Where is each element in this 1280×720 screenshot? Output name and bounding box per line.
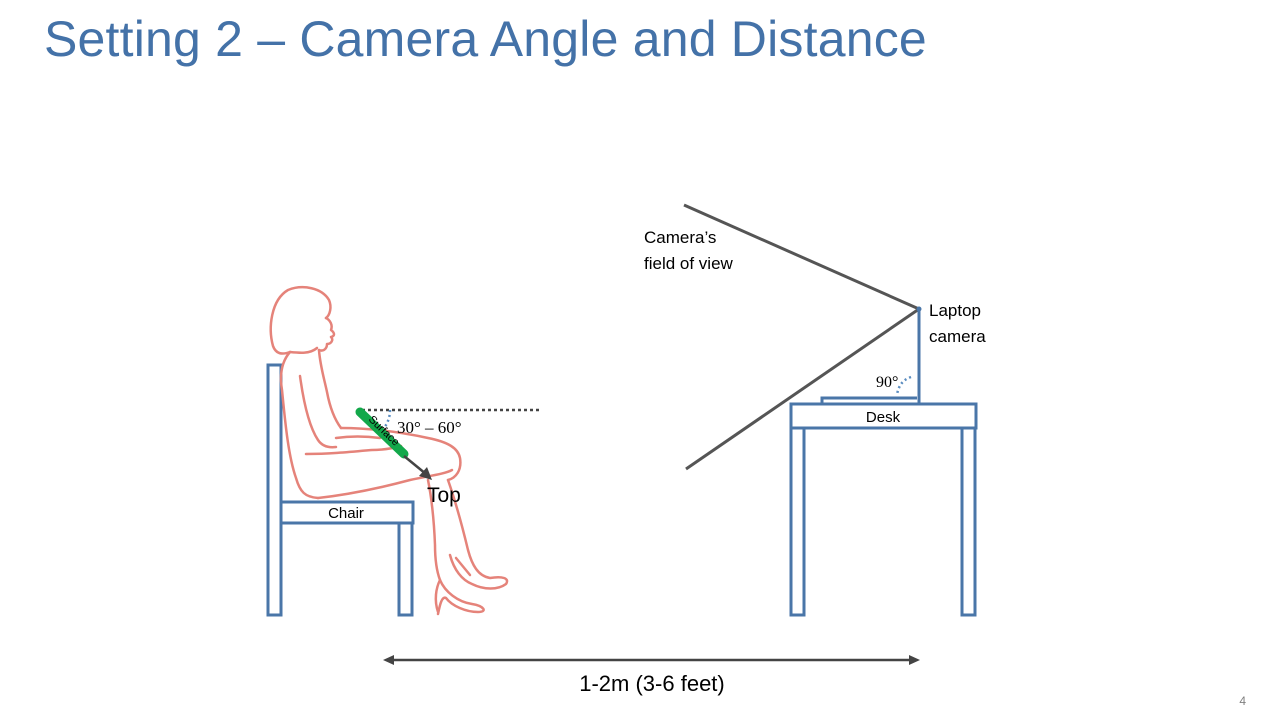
chair-label: Chair: [328, 505, 364, 522]
chair-front-leg: [397, 521, 414, 617]
fov-upper-line: [683, 203, 920, 311]
person-hair: [269, 286, 332, 355]
desk-top: [789, 402, 978, 430]
slide-title: Setting 2 – Camera Angle and Distance: [44, 11, 927, 67]
desk-leg-left: [789, 426, 806, 617]
desk-label: Desk: [866, 409, 901, 426]
person-face: [317, 316, 336, 352]
person-shoe: [434, 556, 472, 614]
person-back: [279, 350, 320, 500]
person-thigh: [316, 468, 454, 500]
page-number: 4: [1239, 694, 1246, 708]
distance-arrow: [383, 655, 920, 665]
laptop-camera-label-line1: Laptop: [929, 301, 981, 320]
person-upper-arm: [298, 374, 338, 449]
laptop: [820, 309, 921, 404]
laptop-angle-label: 90°: [876, 374, 898, 391]
person-front: [317, 348, 343, 430]
laptop-camera-dot: [916, 306, 922, 312]
fov-label-line2: field of view: [644, 254, 734, 273]
chair-seat: [279, 500, 415, 525]
laptop-angle-arc: [895, 375, 912, 396]
distance-label: 1-2m (3-6 feet): [579, 671, 725, 696]
seated-person: [269, 286, 509, 616]
camera-field-of-view: [683, 203, 920, 471]
person-lower-leg-back: [426, 478, 485, 616]
desk: [789, 402, 978, 617]
desk-leg-right: [960, 426, 977, 617]
device-tilt-arc: [382, 409, 392, 429]
device-top-label: Top: [427, 484, 461, 507]
fov-lower-line: [685, 307, 920, 471]
laptop-camera-label-line2: camera: [929, 327, 986, 346]
device-top-arrow: [403, 455, 432, 480]
laptop-base: [820, 396, 917, 404]
chair-back: [266, 363, 283, 617]
device-tilt-label: 30° – 60°: [397, 418, 462, 437]
fov-label-line1: Camera’s: [644, 228, 716, 247]
device-surface: [355, 407, 409, 459]
person-lower-leg-front: [446, 478, 509, 590]
chair: [266, 363, 415, 617]
